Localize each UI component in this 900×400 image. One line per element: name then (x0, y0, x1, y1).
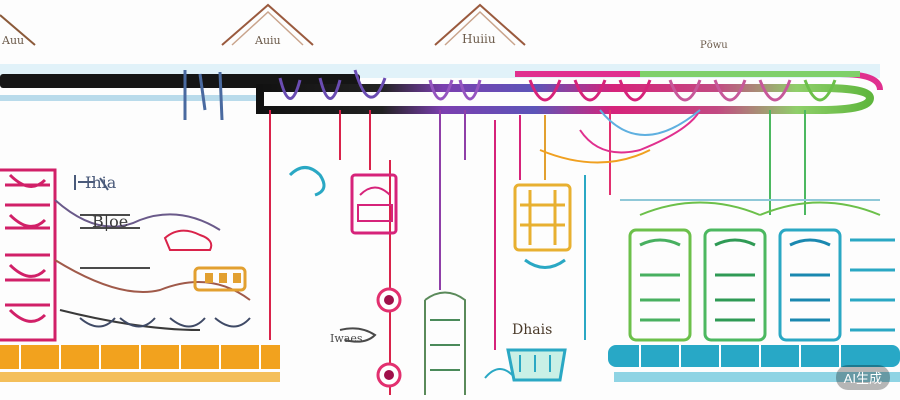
teal-bus (608, 345, 900, 382)
circle-nodes (376, 287, 402, 388)
label-mid-left-1: Ihia (85, 173, 117, 192)
label-top-right: Pōwu (700, 40, 728, 51)
center-ladder (339, 291, 516, 395)
label-bottom-center: Iwaes (330, 332, 363, 345)
label-left-peak: Auu (2, 34, 25, 47)
label-center-peak: Auiu (255, 34, 281, 47)
label-bottom-right: Dhais (512, 322, 553, 338)
top-peaks (0, 3, 526, 46)
teal-tub (506, 348, 567, 382)
right-modules (620, 199, 895, 342)
drop-wires (269, 109, 806, 395)
orange-bus (0, 345, 280, 382)
center-module (288, 166, 398, 235)
bus-glyphs (183, 69, 837, 121)
label-mid-left-2: B|oe (92, 212, 129, 231)
gold-module (513, 183, 572, 269)
ai-watermark-badge: AI生成 (835, 365, 890, 390)
left-magenta-module (0, 168, 57, 342)
main-bus (0, 64, 883, 114)
label-right-peak: Huiiu (462, 32, 496, 46)
left-connectors (54, 175, 251, 331)
